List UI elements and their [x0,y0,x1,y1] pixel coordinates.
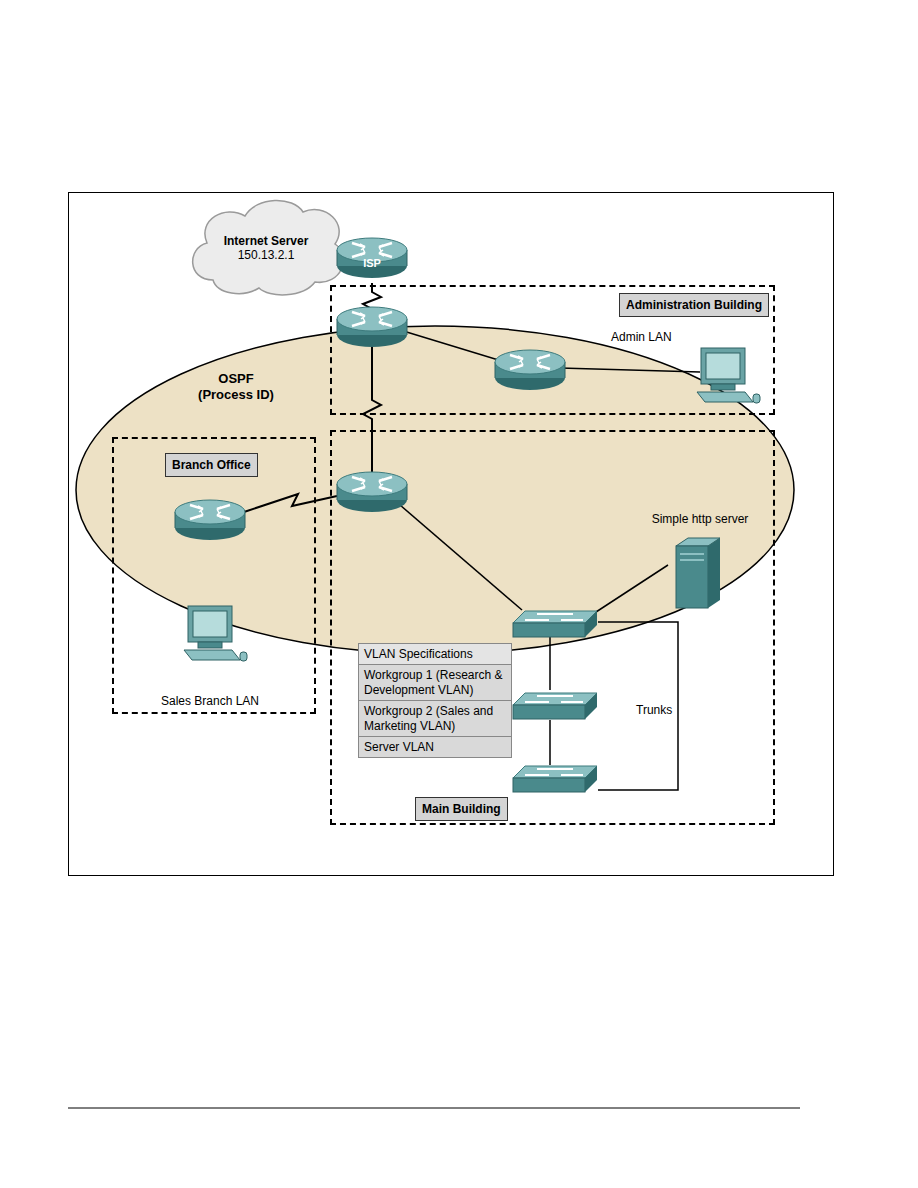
building-area: Branch OfficeSales Branch LAN [112,437,316,714]
table-cell: Workgroup 1 (Research & Development VLAN… [359,664,511,700]
device-label: Sales Branch LAN [161,694,259,708]
area-heading: Main Building [415,797,508,821]
vlan-table: VLAN SpecificationsWorkgroup 1 (Research… [358,643,512,758]
device-label: Simple http server [652,512,749,526]
area-heading: Administration Building [619,293,769,317]
cloud-title: Internet Server [224,234,309,248]
isp-router: ISP [337,233,407,283]
ospf-ellipse-shape [76,326,794,654]
server-shape [676,538,720,608]
area-heading: Branch Office [165,453,258,477]
area-label: OSPF (Process ID) [193,371,279,402]
table-cell: Server VLAN [359,736,511,757]
server-icon [670,532,730,607]
lan-label: Admin LAN [611,330,672,344]
building-area: Administration Building [330,285,775,415]
label-holder: Trunks [636,703,672,717]
server-node: Simple http server [640,512,760,597]
cloud-outline [193,200,344,294]
label-holder: Admin LAN [611,330,672,344]
ip-address: 150.13.2.1 [238,248,295,262]
pc-icon [170,598,250,668]
building-area: Main Building Simple http server [330,430,775,825]
table-cell: VLAN Specifications [359,644,511,664]
pc-shape [184,606,247,661]
router-label: ISP [363,257,381,283]
internet-cloud: Internet Server150.13.2.1 [185,198,347,298]
table-cell: Workgroup 2 (Sales and Marketing VLAN) [359,700,511,736]
pc-node: Sales Branch LAN [155,598,265,710]
trunk-label: Trunks [636,703,672,717]
